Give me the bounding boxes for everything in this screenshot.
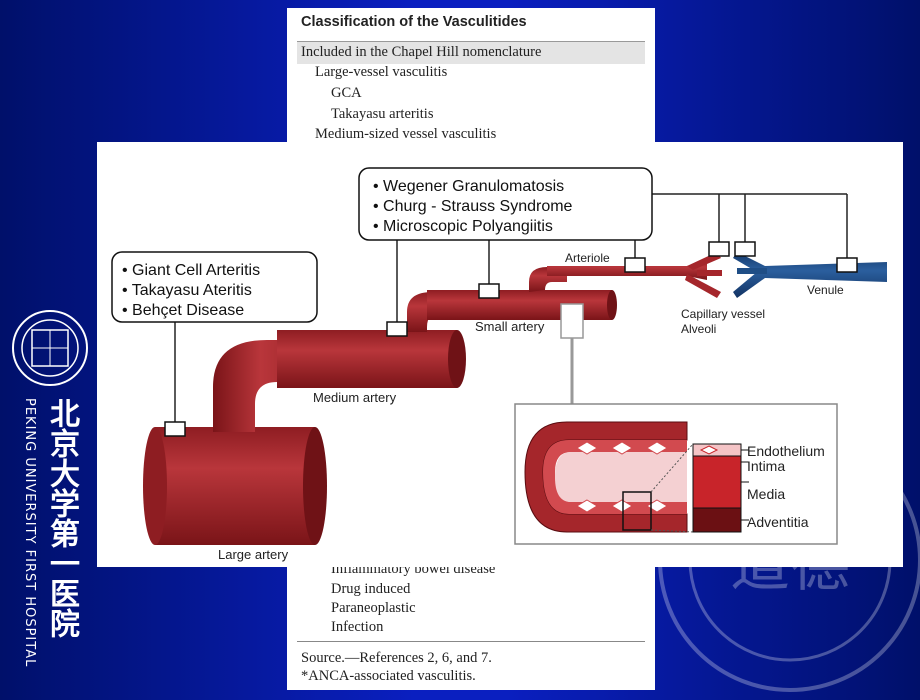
table-row: Large-vessel vasculitis xyxy=(315,64,448,80)
vessel-diagram: • Giant Cell Arteritis • Takayasu Aterit… xyxy=(97,142,903,567)
table-divider xyxy=(297,641,645,642)
table-row: Takayasu arteritis xyxy=(331,106,434,122)
wall-layers-inset: Endothelium Intima Media Adventitia xyxy=(514,403,838,545)
vessel-markers xyxy=(164,241,858,437)
label-venule: Venule xyxy=(807,283,844,297)
table-row: Paraneoplastic xyxy=(331,600,416,616)
hospital-name-english: PEKING UNIVERSITY FIRST HOSPITAL xyxy=(22,398,37,668)
label-large-artery: Large artery xyxy=(218,547,289,562)
large-vessel-disease-box: • Giant Cell Arteritis • Takayasu Aterit… xyxy=(111,251,318,323)
label-capillary: Capillary vessel xyxy=(681,307,765,321)
table-source: Source.—References 2, 6, and 7. xyxy=(301,650,492,666)
label-arteriole: Arteriole xyxy=(565,251,610,265)
table-row: Infection xyxy=(331,619,384,635)
vessel-diagram-svg: • Giant Cell Arteritis • Takayasu Aterit… xyxy=(111,167,887,562)
connector-lines xyxy=(174,193,848,426)
disease-label: • Behçet Disease xyxy=(122,302,244,319)
disease-label: • Microscopic Polyangiitis xyxy=(373,218,553,235)
table-row: Medium-sized vessel vasculitis xyxy=(315,126,497,142)
layer-intima: Intima xyxy=(747,458,785,474)
hospital-name-chinese: 北京大学第一医院 xyxy=(44,398,79,638)
label-alveoli: Alveoli xyxy=(681,322,716,336)
small-vessel-disease-box: • Wegener Granulomatosis • Churg - Strau… xyxy=(358,167,653,241)
table-row: Included in the Chapel Hill nomenclature xyxy=(301,44,542,60)
table-row: Drug induced xyxy=(331,581,411,597)
label-small-artery: Small artery xyxy=(475,319,545,334)
large-artery xyxy=(143,340,332,545)
layer-endothelium: Endothelium xyxy=(747,443,825,459)
table-row: GCA xyxy=(331,85,362,101)
table-title: Classification of the Vasculitides xyxy=(301,14,527,30)
hospital-logo xyxy=(12,310,88,386)
disease-label: • Churg - Strauss Syndrome xyxy=(373,198,573,215)
label-medium-artery: Medium artery xyxy=(313,390,397,405)
disease-label: • Takayasu Ateritis xyxy=(122,282,252,299)
layer-adventitia: Adventitia xyxy=(747,514,809,530)
disease-label: • Wegener Granulomatosis xyxy=(373,178,564,195)
table-header-row xyxy=(297,41,645,64)
disease-label: • Giant Cell Arteritis xyxy=(122,262,260,279)
layer-media: Media xyxy=(747,486,785,502)
table-footnote: *ANCA-associated vasculitis. xyxy=(301,668,476,684)
